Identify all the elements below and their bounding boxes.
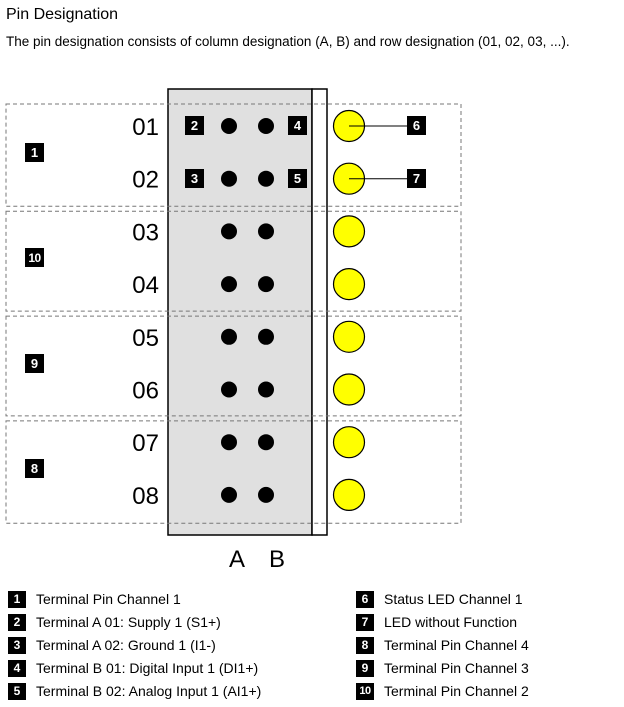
- terminal-pin: [221, 486, 237, 503]
- legend-number-badge: 9: [356, 659, 374, 677]
- group-badge: 1: [25, 142, 44, 162]
- legend-text: Status LED Channel 1: [384, 591, 523, 607]
- terminal-pin: [221, 223, 237, 240]
- pin-callout-badge: 4: [288, 116, 307, 135]
- row-label: 04: [132, 272, 159, 299]
- legend-number-badge: 5: [8, 682, 26, 700]
- legend-item: 9 Terminal Pin Channel 3: [356, 658, 529, 678]
- terminal-pin: [221, 381, 237, 398]
- section-title: Pin Designation: [6, 6, 119, 23]
- terminal-pin: [258, 223, 274, 240]
- led-indicator: [332, 215, 366, 248]
- legend-number-badge: 6: [356, 590, 374, 608]
- legend-number-badge: 1: [8, 590, 26, 608]
- group-box: [5, 420, 462, 524]
- row-label: 01: [132, 114, 159, 141]
- led-indicator: [332, 426, 366, 459]
- pin-callout-badge: 3: [185, 168, 204, 188]
- terminal-pin: [258, 328, 274, 345]
- column-label: B: [269, 546, 285, 573]
- terminal-pin: [258, 381, 274, 398]
- legend-text: LED without Function: [384, 614, 518, 630]
- legend-item: 2 Terminal A 01: Supply 1 (S1+): [8, 612, 221, 632]
- group-badge: 9: [25, 353, 44, 373]
- terminal-pin: [258, 118, 274, 134]
- legend-item: 4 Terminal B 01: Digital Input 1 (DI1+): [8, 658, 258, 678]
- legend-text: Terminal B 01: Digital Input 1 (DI1+): [36, 660, 259, 676]
- terminal-housing: [167, 88, 313, 536]
- legend-text: Terminal A 02: Ground 1 (I1-): [36, 637, 216, 653]
- group-badge: 10: [25, 248, 44, 268]
- legend-text: Terminal Pin Channel 4: [384, 637, 529, 653]
- terminal-pin: [221, 118, 237, 134]
- led-indicator: [332, 320, 366, 353]
- terminal-pin: [221, 170, 237, 187]
- legend-item: 7 LED without Function: [356, 612, 517, 632]
- terminal-pin: [221, 276, 237, 293]
- legend-item: 6 Status LED Channel 1: [356, 589, 523, 609]
- legend-number-badge: 3: [8, 636, 26, 654]
- pin-callout-badge: 5: [288, 168, 307, 188]
- legend-item: 1 Terminal Pin Channel 1: [8, 589, 181, 609]
- group-box: [5, 210, 462, 312]
- terminal-pin: [221, 328, 237, 345]
- row-label: 02: [132, 167, 159, 194]
- legend-number-badge: 8: [356, 636, 374, 654]
- led-indicator: [332, 373, 366, 406]
- legend-number-badge: 7: [356, 613, 374, 631]
- group-badge: 8: [25, 459, 44, 479]
- legend-number-badge: 10: [356, 682, 374, 700]
- legend-text: Terminal Pin Channel 1: [36, 591, 181, 607]
- led-callout-badge: 7: [407, 168, 426, 188]
- led-indicator: [332, 478, 366, 511]
- row-label: 06: [132, 378, 159, 405]
- legend-number-badge: 4: [8, 659, 26, 677]
- legend-text: Terminal A 01: Supply 1 (S1+): [36, 614, 221, 630]
- row-label: 08: [132, 483, 159, 510]
- description-text: The pin designation consists of column d…: [6, 34, 570, 49]
- group-box: [5, 103, 462, 207]
- legend-item: 10 Terminal Pin Channel 2: [356, 681, 529, 701]
- terminal-pin: [258, 434, 274, 451]
- column-label: A: [229, 546, 245, 573]
- terminal-pin: [258, 276, 274, 293]
- led-callout-badge: 6: [407, 116, 426, 135]
- terminal-pin: [221, 434, 237, 451]
- led-indicator: [332, 268, 366, 301]
- legend-item: 8 Terminal Pin Channel 4: [356, 635, 529, 655]
- legend-text: Terminal Pin Channel 3: [384, 660, 529, 676]
- pin-callout-badge: 2: [185, 116, 204, 135]
- group-box: [5, 315, 462, 417]
- row-label: 03: [132, 219, 159, 246]
- legend-number-badge: 2: [8, 613, 26, 631]
- legend-text: Terminal B 02: Analog Input 1 (AI1+): [36, 683, 262, 699]
- row-label: 07: [132, 430, 159, 457]
- row-label: 05: [132, 325, 159, 352]
- terminal-pin: [258, 170, 274, 187]
- terminal-pin: [258, 486, 274, 503]
- legend-text: Terminal Pin Channel 2: [384, 683, 529, 699]
- legend-item: 5 Terminal B 02: Analog Input 1 (AI1+): [8, 681, 261, 701]
- housing-side-rail: [311, 88, 328, 536]
- legend-item: 3 Terminal A 02: Ground 1 (I1-): [8, 635, 216, 655]
